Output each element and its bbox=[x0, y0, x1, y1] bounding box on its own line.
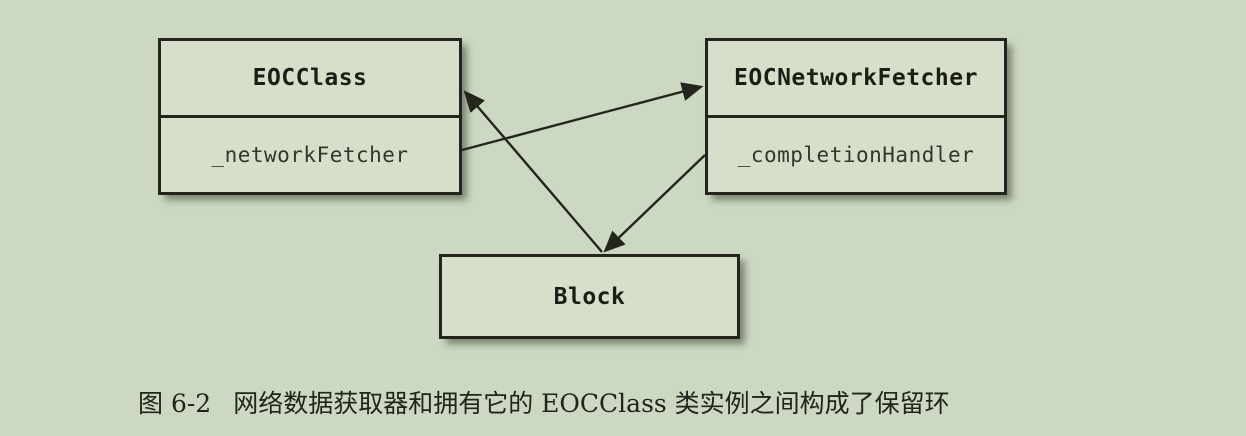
class-name-eocclass: EOCClass bbox=[161, 41, 459, 118]
class-name-block: Block bbox=[553, 283, 626, 310]
instance-variable-networkfetcher: _networkFetcher bbox=[211, 143, 409, 167]
arrow-block-to-eocclass bbox=[463, 90, 603, 253]
arrow-networkfetcher-to-eocnetworkfetcher bbox=[461, 82, 704, 152]
figure-caption: 图 6-2 网络数据获取器和拥有它的 EOCClass 类实例之间构成了保留环 bbox=[138, 384, 1098, 420]
class-box-eocnetworkfetcher: EOCNetworkFetcher _completionHandler bbox=[705, 38, 1007, 195]
class-box-block: Block bbox=[439, 254, 740, 339]
class-box-eocclass: EOCClass _networkFetcher bbox=[158, 38, 462, 195]
instance-variable-completionhandler: _completionHandler bbox=[737, 143, 975, 167]
figure-caption-text: 网络数据获取器和拥有它的 EOCClass 类实例之间构成了保留环 bbox=[233, 389, 950, 418]
arrow-completionhandler-to-block bbox=[603, 154, 706, 253]
class-name-eocnetworkfetcher: EOCNetworkFetcher bbox=[708, 41, 1004, 118]
figure-number: 图 6-2 bbox=[138, 389, 212, 418]
